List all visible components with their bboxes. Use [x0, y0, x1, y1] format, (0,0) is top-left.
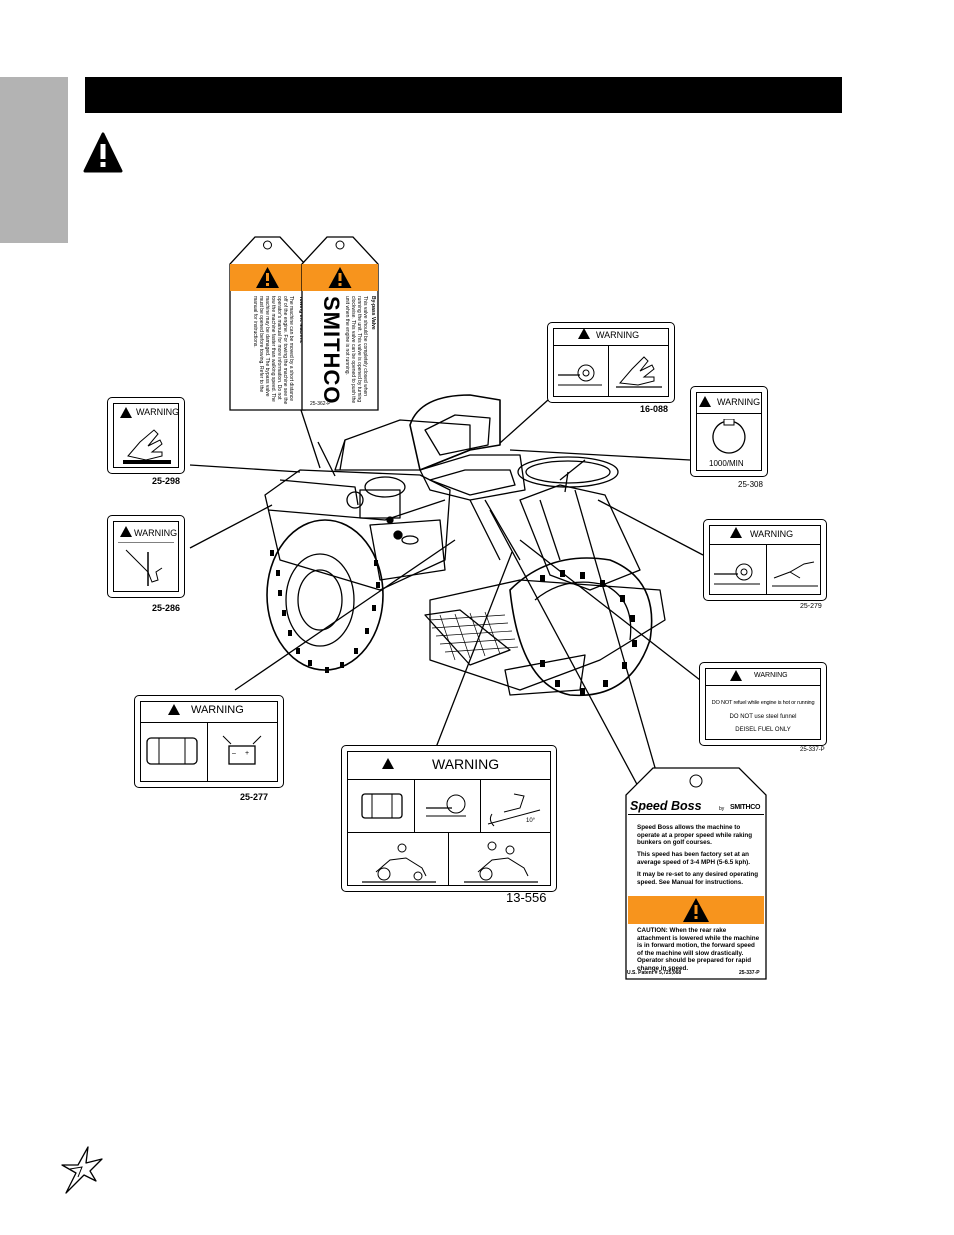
decal-25-286: WARNING — [107, 515, 185, 598]
warning-icon — [699, 396, 711, 407]
speed-boss-p3: It may be re-set to any desired operatin… — [637, 871, 759, 886]
decal-25-337-p: WARNING DO NOT refuel while engine is ho… — [699, 662, 827, 746]
fuel-line-1: DO NOT refuel while engine is hot or run… — [711, 700, 815, 706]
hand-roller-icon — [558, 364, 602, 386]
rider-icon — [362, 843, 436, 883]
header-bar — [85, 77, 842, 113]
decal-code: 25-298 — [152, 476, 181, 486]
decal-warning-label: WARNING — [754, 672, 788, 679]
speed-boss-title: Speed Boss — [630, 799, 702, 813]
decal-25-277: WARNING – + — [134, 695, 284, 788]
book-icon — [361, 793, 403, 819]
bypass-tag-outline — [301, 236, 379, 411]
hand-crush-icon — [616, 356, 662, 388]
bypass-tag-title: By-pass Valve — [370, 296, 376, 330]
warning-icon — [578, 328, 590, 339]
rider-passenger-icon — [464, 841, 538, 883]
decal-code: 25-337-P — [800, 747, 825, 753]
decal-code: 25-308 — [738, 480, 763, 489]
battery-explosion-icon: – + — [222, 735, 262, 765]
warning-triangle-icon — [83, 132, 123, 173]
hand-roller-icon — [426, 794, 466, 817]
slope-angle: 10° — [526, 818, 536, 824]
decal-warning-label: WARNING — [750, 529, 794, 539]
warning-icon — [120, 526, 132, 537]
warning-icon — [730, 527, 742, 538]
battery-acid-icon — [146, 737, 198, 765]
speed-boss-code: 25-337-P — [739, 970, 760, 976]
towing-tag-code: 25-362-P — [310, 401, 331, 407]
decal-25-298: WARNING — [107, 397, 185, 474]
speed-boss-patent: U.S. Patent # 5,725,068 — [627, 970, 682, 976]
decal-code: 25-279 — [800, 603, 822, 610]
decal-warning-label: WARNING — [134, 528, 178, 538]
hand-cut-icon — [118, 542, 174, 586]
hand-crush-icon — [123, 429, 171, 464]
decal-25-308: WARNING 1000/MIN — [690, 386, 768, 477]
warning-icon — [120, 407, 132, 418]
decal-code: 13-556 — [506, 890, 547, 905]
svg-text:+: + — [245, 750, 249, 757]
decal-warning-label: WARNING — [136, 407, 180, 417]
decal-25-279: WARNING — [703, 519, 827, 601]
decal-code: 16-088 — [640, 404, 669, 414]
decal-warning-label: WARNING — [191, 704, 244, 716]
speed-boss-caution: CAUTION: When the rear rake attachment i… — [637, 927, 760, 972]
speed-boss-p2: This speed has been factory set at an av… — [637, 851, 751, 866]
warning-icon — [168, 704, 180, 715]
speed-boss-logo: SMITHCO — [730, 804, 761, 811]
fuel-line-3: DEISEL FUEL ONLY — [735, 727, 791, 733]
towing-tag-outline — [229, 236, 306, 411]
speed-boss-tag-outline — [625, 767, 767, 980]
smithco-star-logo — [61, 1146, 103, 1194]
hand-belt-icon — [772, 561, 818, 587]
speed-boss-by: by — [719, 806, 725, 812]
pto-speed: 1000/MIN — [709, 459, 744, 468]
slope-icon — [487, 793, 541, 827]
section-tab — [0, 77, 68, 243]
decal-warning-label: WARNING — [596, 330, 640, 340]
decal-warning-label: WARNING — [717, 397, 761, 407]
decal-code: 25-277 — [240, 792, 269, 802]
decal-13-556: WARNING 10° — [341, 745, 557, 892]
bypass-tag-logo: SMITHCO — [319, 296, 344, 405]
decal-16-088: WARNING — [547, 322, 675, 403]
pto-shaft-icon — [712, 419, 746, 454]
decal-code: 25-286 — [152, 603, 181, 613]
warning-icon — [382, 758, 394, 769]
fuel-line-2: DO NOT use steel funnel — [729, 714, 797, 720]
towing-tag-body: The machine can be moved by a short dist… — [252, 296, 294, 405]
decal-warning-label: WARNING — [432, 756, 500, 772]
svg-text:–: – — [232, 750, 236, 757]
hand-roller-icon — [714, 563, 760, 585]
speed-boss-p1: Speed Boss allows the machine to operate… — [637, 824, 753, 846]
warning-icon — [730, 670, 742, 681]
